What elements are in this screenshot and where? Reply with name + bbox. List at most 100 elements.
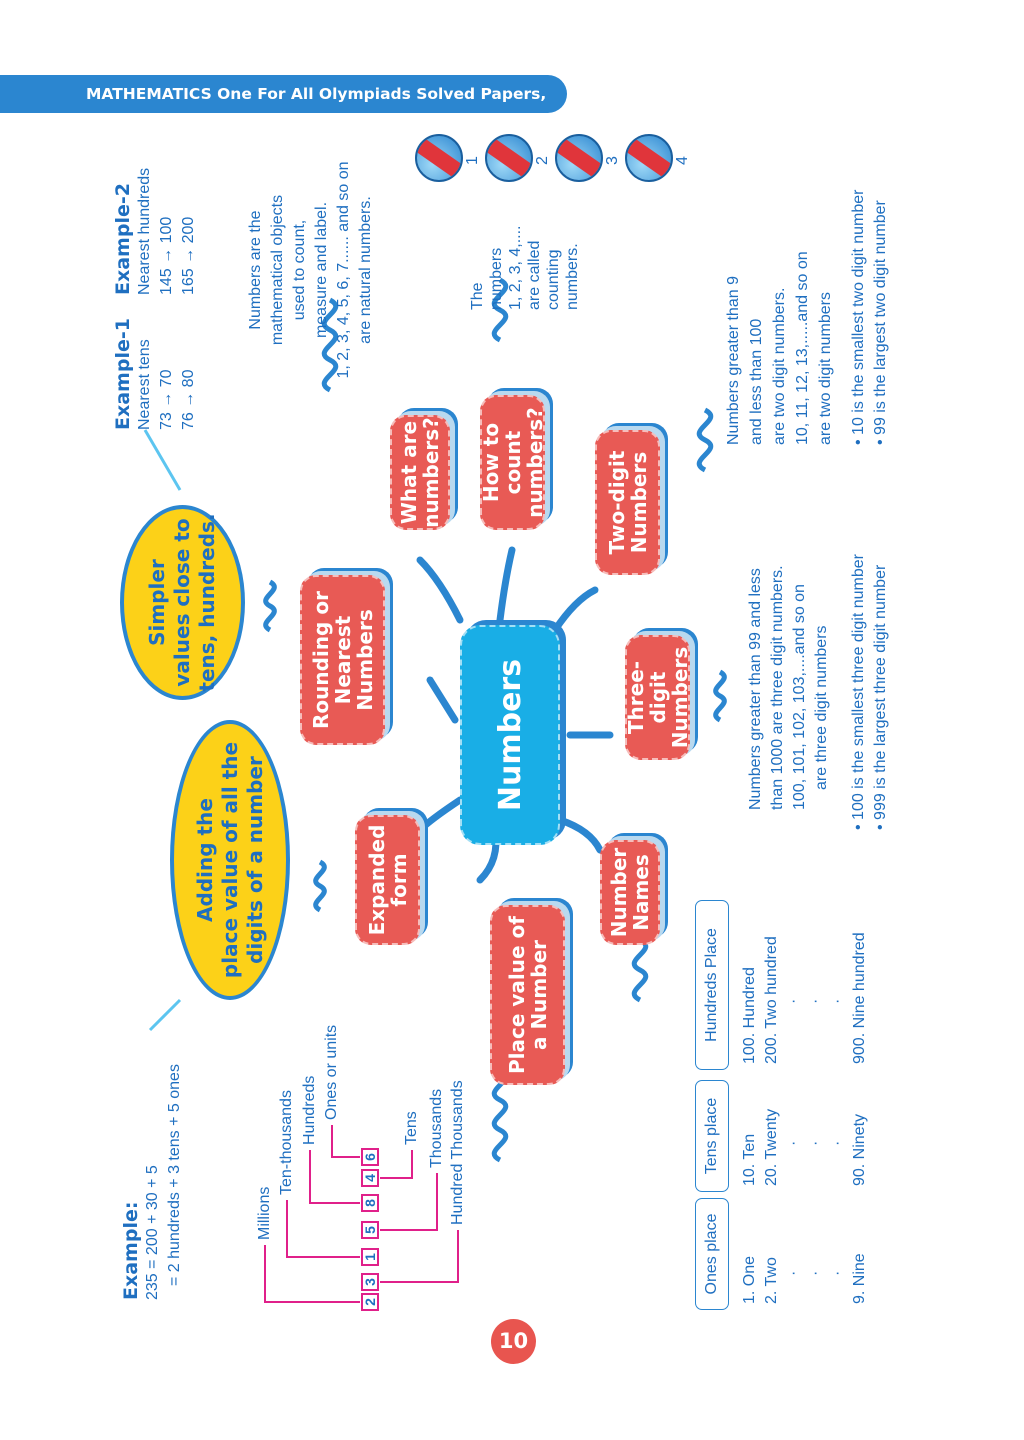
cell: ·	[829, 1270, 846, 1276]
cell: ·	[807, 1270, 824, 1276]
ball-number: 3	[604, 156, 621, 165]
three-digit-bullets: • 100 is the smallest three digit number…	[848, 554, 892, 830]
ball-number: 1	[464, 156, 481, 165]
example1-arrow	[143, 429, 182, 491]
desc-line: 1, 2, 3, 4, 5, 6, 7...... and so on	[335, 161, 352, 379]
digit-box: 8	[361, 1194, 379, 1212]
desc-line: are called	[526, 240, 543, 310]
squiggle	[321, 297, 339, 393]
label-ten-thousands: Ten-thousands	[278, 1090, 295, 1195]
squiggle	[263, 579, 277, 633]
node-what-are-numbers: What are numbers?	[390, 415, 450, 530]
node-label: Rounding or Nearest Numbers	[308, 591, 377, 729]
example-title: Example:	[120, 1201, 142, 1300]
cell: 90. Ninety	[851, 1113, 868, 1186]
ball-number: 4	[674, 156, 691, 165]
ball-number: 2	[534, 156, 551, 165]
ball-icon	[485, 134, 533, 182]
cell: 1. One	[741, 1255, 758, 1304]
digit-box: 4	[361, 1169, 379, 1187]
squiggle	[491, 1067, 509, 1163]
digit-box: 5	[361, 1221, 379, 1239]
header-ones: Ones place	[695, 1198, 729, 1310]
bullet-line: • 999 is the largest three digit number	[872, 564, 889, 830]
header-hundreds: Hundreds Place	[695, 900, 729, 1070]
note-line: values close to	[170, 518, 194, 687]
example2-line: Nearest hundreds	[136, 167, 153, 295]
node-label: Two-digit Numbers	[604, 450, 651, 555]
node-label: How to count numbers?	[478, 407, 547, 518]
cell: ·	[785, 1270, 802, 1276]
cell: 100. Hundred	[741, 967, 758, 1064]
node-number-names: Number Names	[600, 840, 660, 945]
label-tens: Tens	[403, 1111, 420, 1145]
example1-line: 76 → 80	[180, 369, 197, 430]
desc-line: used to count,	[291, 219, 308, 321]
example2-line: 145 → 100	[158, 216, 175, 295]
desc-line: The	[469, 282, 486, 310]
cell: ·	[807, 1140, 824, 1146]
header-bar: MATHEMATICS One For All Olympiads Solved…	[0, 75, 567, 141]
cell: 200. Two hundred	[763, 936, 780, 1064]
ball-icon	[415, 134, 463, 182]
cell: 900. Nine hundred	[851, 932, 868, 1064]
ball-icon	[555, 134, 603, 182]
page-number-text: 10	[498, 1329, 529, 1353]
squiggle	[491, 277, 509, 343]
arrow-rounding	[426, 676, 459, 724]
example1-title: Example-1	[112, 318, 134, 430]
mind-map: Numbers What are numbers? How to count n…	[0, 120, 1024, 1420]
label-ones: Ones or units	[323, 1024, 340, 1120]
node-label: What are numbers?	[397, 417, 443, 528]
arrow-names	[556, 816, 604, 854]
node-place-value: Place value of a Number	[490, 905, 565, 1085]
ball-icon	[625, 134, 673, 182]
desc-line: 1, 2, 3, 4,....	[507, 225, 524, 311]
center-node-numbers: Numbers	[460, 625, 560, 845]
label-millions: Millions	[256, 1186, 273, 1240]
desc-line: counting	[545, 249, 562, 311]
note-line: Simpler	[145, 559, 169, 646]
center-label: Numbers	[492, 658, 528, 812]
connectors	[143, 277, 727, 1303]
desc-line: Numbers greater than 99 and less	[747, 568, 764, 810]
squiggle	[713, 669, 727, 723]
example-arrow	[148, 998, 182, 1032]
note-line: tens, hundreds.	[195, 513, 219, 692]
desc-line: 10, 11, 12, 13,.....and so on	[794, 251, 811, 445]
example2-title: Example-2	[112, 183, 134, 295]
example-1: Example-1 Nearest tens 73 → 70 76 → 80	[112, 318, 200, 430]
desc-line: Numbers greater than 9	[725, 276, 742, 445]
squiggle	[696, 407, 714, 473]
number-names-table: Ones place Tens place Hundreds Place 1. …	[695, 890, 885, 1310]
page-number: 10	[491, 1319, 536, 1364]
label-hundred-thousands: Hundred Thousands	[449, 1080, 466, 1225]
cell: 10. Ten	[741, 1133, 758, 1186]
desc-line: than 1000 are three digit numbers.	[769, 565, 786, 810]
arrow-what	[416, 556, 464, 624]
bullet-line: • 100 is the smallest three digit number	[850, 554, 867, 830]
label-thousands: Thousands	[428, 1088, 445, 1168]
desc-line: numbers.	[564, 243, 581, 310]
note-line: digits of a number	[242, 756, 267, 964]
example-2: Example-2 Nearest hundreds 145 → 100 165…	[112, 168, 200, 295]
example2-line: 165 → 200	[180, 216, 197, 295]
example1-line: Nearest tens	[136, 339, 153, 430]
desc-line: mathematical objects	[269, 194, 286, 346]
arrow-count	[496, 546, 516, 624]
cell: ·	[785, 998, 802, 1004]
cell: ·	[829, 998, 846, 1004]
node-label: Expanded form	[364, 824, 411, 936]
digit-box: 1	[361, 1248, 379, 1266]
label-hundreds: Hundreds	[301, 1075, 318, 1145]
node-label: Three-digit Numbers	[623, 646, 692, 749]
node-three-digit: Three-digit Numbers	[623, 635, 692, 760]
three-digit-description: Numbers greater than 99 and less than 100…	[745, 565, 833, 810]
squiggle	[313, 859, 327, 913]
example-line: 235 = 200 + 30 + 5	[144, 1165, 161, 1300]
cell: 20. Twenty	[763, 1108, 780, 1186]
